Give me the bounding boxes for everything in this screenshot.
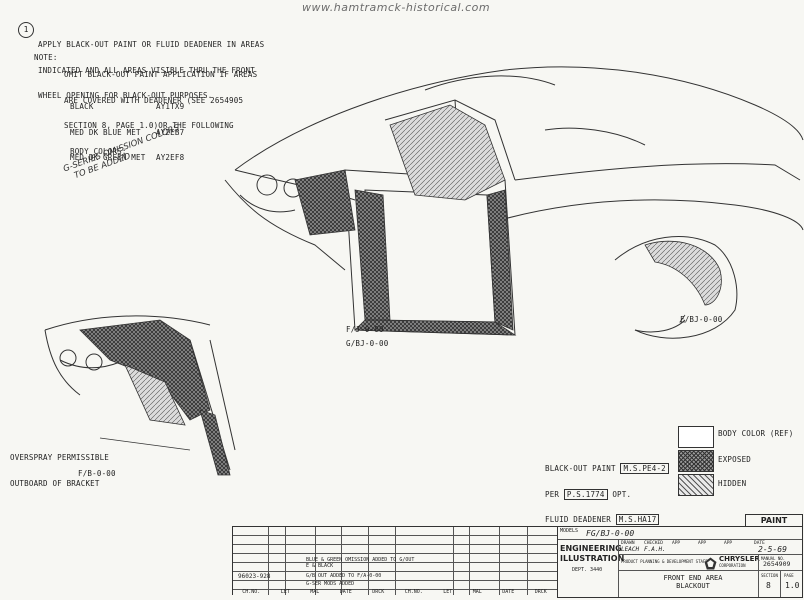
title-col — [618, 539, 619, 597]
legend-spec-row: PER P.S.1774 OPT. — [545, 488, 632, 500]
division: PRODUCT PLANNING & DEVELOPMENT STAFF — [621, 559, 708, 564]
note-2-line: ARE COVERED WITH DEADENER (SEE 2654905 — [64, 95, 244, 105]
revision-header: LET — [443, 589, 453, 595]
revision-col — [469, 527, 470, 595]
revision-header: MAL — [472, 589, 482, 595]
org-line: ENGINEERING — [560, 544, 622, 553]
page-label: PAGE — [784, 573, 794, 578]
revision-text: BLUE & GREEN OMISSION ADDED TO G/OUT E &… — [306, 557, 415, 569]
revision-col — [499, 527, 500, 595]
app-label: APP — [672, 541, 681, 546]
revision-text: G/B OUT ADDED TO F/A-0-00 — [306, 573, 382, 579]
revision-header-row: CH.NO. LET MAL DATE DRCK CH.NO. LET MAL … — [232, 589, 557, 597]
revision-header: DATE — [339, 589, 352, 595]
title-block: MODELS FG/BJ-0-00 ENGINEERING ILLUSTRATI… — [557, 526, 803, 598]
revision-header: MAL — [310, 589, 320, 595]
drawn-value: LEACH — [621, 546, 640, 553]
revision-header: DRCK — [372, 589, 385, 595]
title-col — [758, 554, 759, 597]
overspray-line: OVERSPRAY PERMISSIBLE — [10, 453, 110, 462]
revision-number: 96023-928 — [238, 573, 271, 580]
dept: DEPT. 3440 — [572, 567, 603, 573]
drawing-title-line: FRONT END AREA — [663, 574, 723, 582]
title-col — [780, 570, 781, 597]
title-rule — [558, 539, 802, 540]
date-label: DATE — [754, 541, 765, 546]
models-value: FG/BJ-0-00 — [586, 529, 635, 538]
note-2-line: BODY COLORS: — [70, 146, 127, 156]
label-gbj: G/BJ-0-00 — [346, 339, 389, 348]
app-label: APP — [724, 541, 733, 546]
label-fb: F/B-0-00 — [78, 469, 116, 478]
models-label: MODELS — [560, 528, 579, 534]
note-1-line: APPLY BLACK-OUT PAINT OR FLUID DEADENER … — [38, 40, 265, 49]
revision-header: DRCK — [534, 589, 547, 595]
note-2-line: OMIT BLACK-OUT PAINT APPLICATION IF AREA… — [64, 70, 258, 79]
note-label: NOTE: — [34, 53, 58, 62]
section-label: SECTION — [761, 573, 778, 578]
revision-col — [395, 527, 396, 595]
drawing-title: FRONT END AREA BLACKOUT — [638, 574, 748, 590]
title-rule — [618, 570, 802, 571]
revision-text: G-SER MODS ADDED — [306, 581, 355, 587]
revision-header: CH.NO. — [404, 589, 423, 595]
revision-col — [268, 527, 269, 595]
legend-label-body-color: BODY COLOR (REF) — [718, 429, 794, 438]
revision-col — [527, 527, 528, 595]
revision-header: LET — [280, 589, 290, 595]
title-rule — [618, 554, 802, 555]
org-name: ENGINEERING ILLUSTRATION — [560, 544, 624, 564]
label-fbj: F/BJ-0-00 — [680, 315, 723, 324]
note-1: APPLY BLACK-OUT PAINT OR FLUID DEADENER … — [38, 24, 264, 109]
legend-swatch-exposed — [678, 450, 714, 472]
revision-col — [453, 527, 454, 595]
legend-swatch-hidden — [678, 474, 714, 496]
note-1-line: INDICATED AND ALL AREAS VISIBLE THRU THE… — [38, 65, 255, 75]
overspray-note: OVERSPRAY PERMISSIBLE OUTBOARD OF BRACKE… — [10, 437, 109, 497]
legend-spec-row: FLUID DEADENER M.S.HA17 — [545, 514, 669, 525]
drawing-title-line: BLACKOUT — [676, 582, 710, 590]
label-fj: F/J-0-00 — [346, 325, 384, 334]
revision-col — [285, 527, 286, 595]
checked-value: F.A.H. — [644, 546, 666, 553]
legend-specs: BLACK-OUT PAINT M.S.PE4-2 PER P.S.1774 O… — [545, 448, 669, 533]
note-1-line: WHEEL OPENING FOR BLACK-OUT PURPOSES. — [38, 91, 213, 100]
revision-col — [341, 527, 342, 595]
revision-header: CH.NO. — [242, 589, 261, 595]
legend-label-hidden: HIDDEN — [718, 479, 747, 488]
drawn-label: DRAWN — [621, 541, 635, 546]
note-2-line: SECTION 8, PAGE 1.0)OR THE FOLLOWING — [64, 121, 234, 130]
company-name: CHRYSLER — [719, 555, 760, 563]
revision-header: DATE — [502, 589, 515, 595]
note-number-circle: 1 — [18, 22, 34, 38]
company-sub: CORPORATION — [719, 563, 746, 568]
overspray-line: OUTBOARD OF BRACKET — [10, 478, 100, 488]
legend-swatch-body-color — [678, 426, 714, 448]
revision-col — [315, 527, 316, 595]
date-value: 2-5-69 — [758, 545, 787, 554]
app-label: APP — [698, 541, 707, 546]
legend-label-exposed: EXPOSED — [718, 455, 752, 464]
inset-front-illustration — [44, 315, 236, 476]
org-line: ILLUSTRATION — [560, 554, 625, 563]
manual-label: MANUAL NO. — [761, 556, 786, 561]
manual-value: 2654909 — [763, 560, 791, 568]
note-2: OMIT BLACK-OUT PAINT APPLICATION IF AREA… — [64, 54, 257, 165]
watermark-text: www.hamtramck-historical.com — [302, 1, 491, 14]
main-front-end-illustration — [224, 66, 804, 339]
page-value: 1.0 — [785, 581, 800, 590]
checked-label: CHECKED — [644, 541, 663, 546]
section-value: 8 — [766, 581, 771, 590]
legend-spec-row: BLACK-OUT PAINT M.S.PE4-2 — [545, 463, 669, 474]
revision-col — [368, 527, 369, 595]
pentastar-icon — [704, 555, 717, 570]
